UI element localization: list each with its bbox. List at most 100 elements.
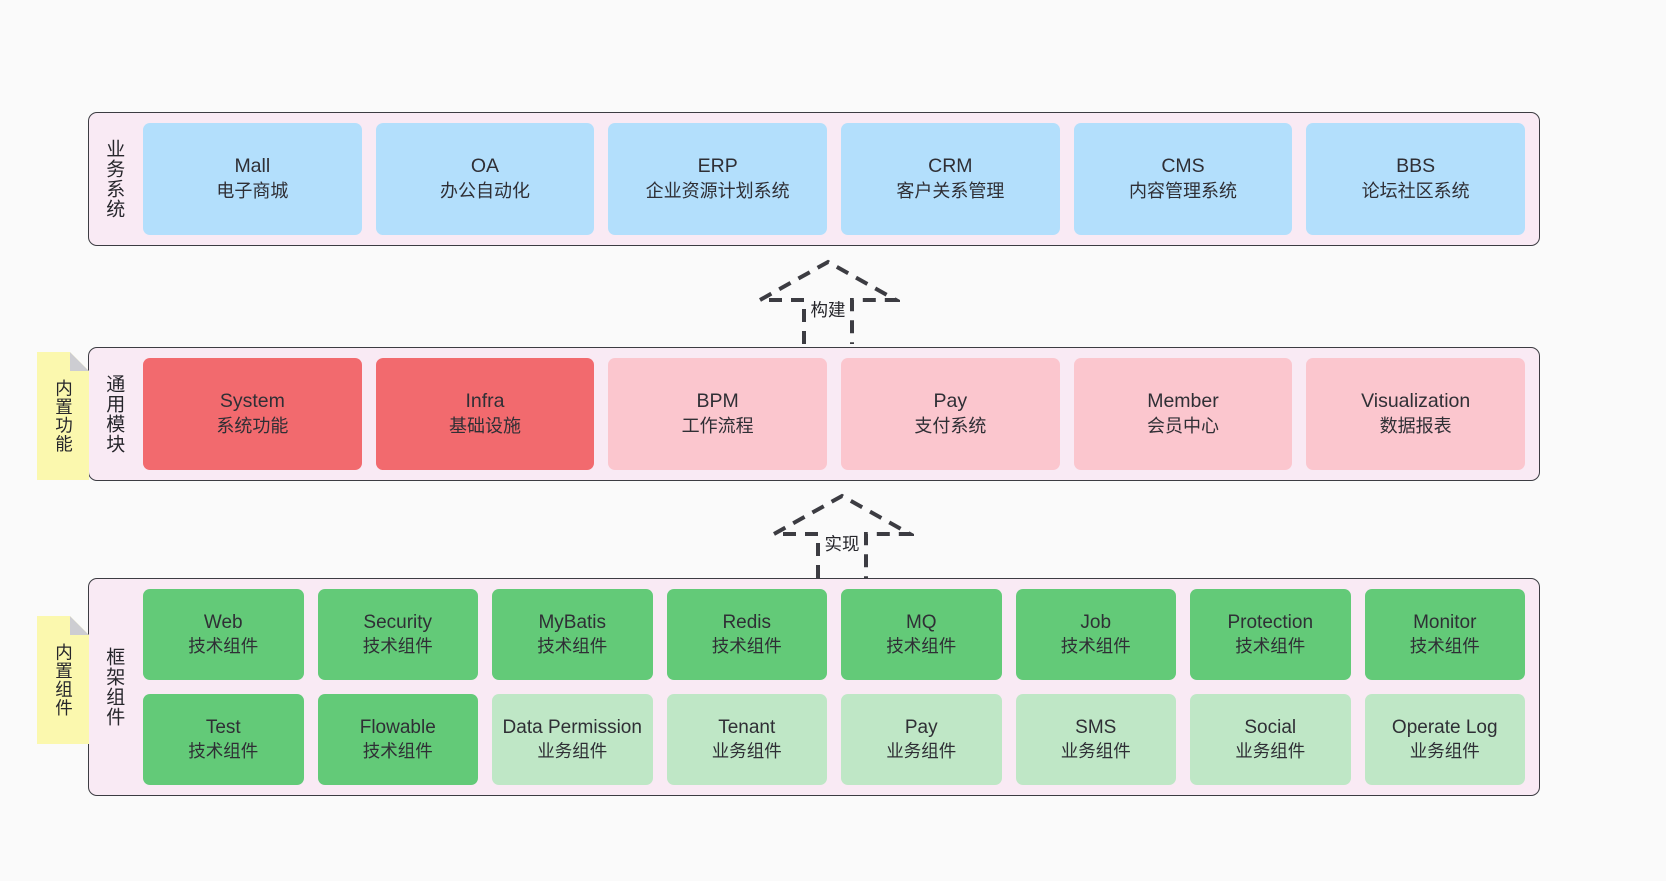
cell-mq-cn: 技术组件 bbox=[886, 636, 957, 657]
cell-protection[interactable]: Protection 技术组件 bbox=[1190, 589, 1351, 680]
cell-bpm[interactable]: BPM 工作流程 bbox=[608, 358, 827, 470]
cell-flowable-en: Flowable bbox=[359, 717, 436, 739]
note-fold-corner-icon bbox=[70, 352, 89, 371]
connector-implement-arrow-icon: 实现 bbox=[766, 492, 918, 578]
cell-job-cn: 技术组件 bbox=[1060, 636, 1131, 657]
layer-common-modules-cells: System 系统功能 Infra 基础设施 BPM 工作流程 Pay 支付系统… bbox=[137, 348, 1539, 480]
cell-erp-en: ERP bbox=[697, 155, 738, 178]
cell-pay-module-cn: 支付系统 bbox=[914, 415, 987, 436]
cell-infra-cn: 基础设施 bbox=[448, 415, 521, 436]
cell-bpm-cn: 工作流程 bbox=[681, 415, 754, 436]
cell-tenant-en: Tenant bbox=[718, 717, 776, 739]
cell-tenant-cn: 业务组件 bbox=[711, 741, 782, 762]
connector-build-arrow-icon: 构建 bbox=[752, 258, 904, 344]
cell-oa[interactable]: OA 办公自动化 bbox=[375, 123, 595, 235]
layer-framework-components-title: 框架组件 bbox=[103, 647, 125, 727]
cell-pay-module-en: Pay bbox=[933, 390, 968, 413]
cell-test[interactable]: Test 技术组件 bbox=[143, 694, 304, 785]
cell-member-en: Member bbox=[1147, 390, 1219, 413]
cell-test-en: Test bbox=[205, 717, 241, 739]
cell-operate-log-cn: 业务组件 bbox=[1409, 741, 1480, 762]
cell-redis-en: Redis bbox=[722, 612, 772, 634]
cell-pay-component[interactable]: Pay 业务组件 bbox=[841, 694, 1002, 785]
cell-system-en: System bbox=[219, 390, 285, 413]
cell-member[interactable]: Member 会员中心 bbox=[1073, 358, 1293, 470]
cell-sms-en: SMS bbox=[1075, 717, 1117, 739]
cell-mybatis-cn: 技术组件 bbox=[537, 636, 608, 657]
cell-data-permission[interactable]: Data Permission 业务组件 bbox=[492, 694, 653, 785]
cell-erp[interactable]: ERP 企业资源计划系统 bbox=[608, 123, 827, 235]
cell-visualization[interactable]: Visualization 数据报表 bbox=[1306, 358, 1525, 470]
cell-pay-component-cn: 业务组件 bbox=[886, 741, 957, 762]
layer-business-systems-title: 业务系统 bbox=[103, 139, 125, 219]
cell-protection-en: Protection bbox=[1227, 612, 1314, 634]
cell-monitor-en: Monitor bbox=[1413, 612, 1477, 634]
note-fold-corner-icon bbox=[70, 616, 89, 635]
cell-social-cn: 业务组件 bbox=[1235, 741, 1306, 762]
cell-infra-en: Infra bbox=[465, 390, 505, 413]
cell-security-cn: 技术组件 bbox=[362, 636, 433, 657]
cell-protection-cn: 技术组件 bbox=[1235, 636, 1306, 657]
cell-pay-component-en: Pay bbox=[904, 717, 938, 739]
layer-framework-components-cells: Web 技术组件 Security 技术组件 MyBatis 技术组件 Redi… bbox=[137, 579, 1539, 795]
note-builtin-components-label: 内置组件 bbox=[53, 643, 74, 717]
cell-security[interactable]: Security 技术组件 bbox=[317, 589, 478, 680]
layer-framework-components: 框架组件 Web 技术组件 Security 技术组件 MyBatis 技术组件… bbox=[88, 578, 1540, 796]
cell-visualization-cn: 数据报表 bbox=[1379, 415, 1452, 436]
cell-flowable[interactable]: Flowable 技术组件 bbox=[317, 694, 478, 785]
connector-build-label: 构建 bbox=[810, 300, 846, 320]
cell-oa-cn: 办公自动化 bbox=[439, 180, 530, 201]
connector-implement-label: 实现 bbox=[824, 534, 860, 554]
cell-crm[interactable]: CRM 客户关系管理 bbox=[841, 123, 1060, 235]
cell-data-permission-en: Data Permission bbox=[502, 717, 642, 739]
cell-operate-log[interactable]: Operate Log 业务组件 bbox=[1364, 694, 1525, 785]
cell-mq[interactable]: MQ 技术组件 bbox=[841, 589, 1002, 680]
cell-web-en: Web bbox=[203, 612, 243, 634]
cell-crm-en: CRM bbox=[928, 155, 973, 178]
cell-security-en: Security bbox=[363, 612, 433, 634]
cell-test-cn: 技术组件 bbox=[188, 741, 259, 762]
cell-mall[interactable]: Mall 电子商城 bbox=[143, 123, 362, 235]
cell-mall-en: Mall bbox=[234, 155, 271, 178]
cell-operate-log-en: Operate Log bbox=[1391, 717, 1498, 739]
cell-redis-cn: 技术组件 bbox=[711, 636, 782, 657]
cell-bbs-en: BBS bbox=[1396, 155, 1436, 178]
cell-sms[interactable]: SMS 业务组件 bbox=[1015, 694, 1176, 785]
cell-crm-cn: 客户关系管理 bbox=[896, 180, 1005, 201]
cell-mall-cn: 电子商城 bbox=[216, 180, 289, 201]
cell-job[interactable]: Job 技术组件 bbox=[1015, 589, 1176, 680]
cell-social-en: Social bbox=[1244, 717, 1297, 739]
cell-cms-cn: 内容管理系统 bbox=[1128, 180, 1237, 201]
layer-common-modules-title: 通用模块 bbox=[103, 374, 125, 454]
cell-bpm-en: BPM bbox=[696, 390, 739, 413]
cell-monitor-cn: 技术组件 bbox=[1409, 636, 1480, 657]
cell-bbs-cn: 论坛社区系统 bbox=[1361, 180, 1470, 201]
cell-pay-module[interactable]: Pay 支付系统 bbox=[841, 358, 1060, 470]
cell-job-en: Job bbox=[1080, 612, 1112, 634]
note-builtin-functions: 内置功能 bbox=[37, 352, 89, 480]
layer-business-systems: 业务系统 Mall 电子商城 OA 办公自动化 ERP 企业资源计划系统 CRM… bbox=[88, 112, 1540, 246]
cell-mybatis-en: MyBatis bbox=[538, 612, 607, 634]
cell-system[interactable]: System 系统功能 bbox=[143, 358, 362, 470]
cell-visualization-en: Visualization bbox=[1361, 390, 1471, 413]
cell-infra[interactable]: Infra 基础设施 bbox=[375, 358, 595, 470]
cell-bbs[interactable]: BBS 论坛社区系统 bbox=[1306, 123, 1525, 235]
cell-web[interactable]: Web 技术组件 bbox=[143, 589, 304, 680]
note-builtin-components: 内置组件 bbox=[37, 616, 89, 744]
cell-data-permission-cn: 业务组件 bbox=[537, 741, 608, 762]
cell-redis[interactable]: Redis 技术组件 bbox=[666, 589, 827, 680]
cell-oa-en: OA bbox=[470, 155, 500, 178]
cell-mybatis[interactable]: MyBatis 技术组件 bbox=[492, 589, 653, 680]
cell-erp-cn: 企业资源计划系统 bbox=[645, 180, 790, 201]
cell-member-cn: 会员中心 bbox=[1146, 415, 1219, 436]
layer-common-modules: 通用模块 System 系统功能 Infra 基础设施 BPM 工作流程 Pay… bbox=[88, 347, 1540, 481]
cell-monitor[interactable]: Monitor 技术组件 bbox=[1364, 589, 1525, 680]
cell-system-cn: 系统功能 bbox=[216, 415, 289, 436]
cell-flowable-cn: 技术组件 bbox=[362, 741, 433, 762]
cell-web-cn: 技术组件 bbox=[188, 636, 259, 657]
layer-business-systems-cells: Mall 电子商城 OA 办公自动化 ERP 企业资源计划系统 CRM 客户关系… bbox=[137, 113, 1539, 245]
cell-tenant[interactable]: Tenant 业务组件 bbox=[666, 694, 827, 785]
cell-cms[interactable]: CMS 内容管理系统 bbox=[1073, 123, 1293, 235]
cell-sms-cn: 业务组件 bbox=[1060, 741, 1131, 762]
cell-social[interactable]: Social 业务组件 bbox=[1190, 694, 1351, 785]
